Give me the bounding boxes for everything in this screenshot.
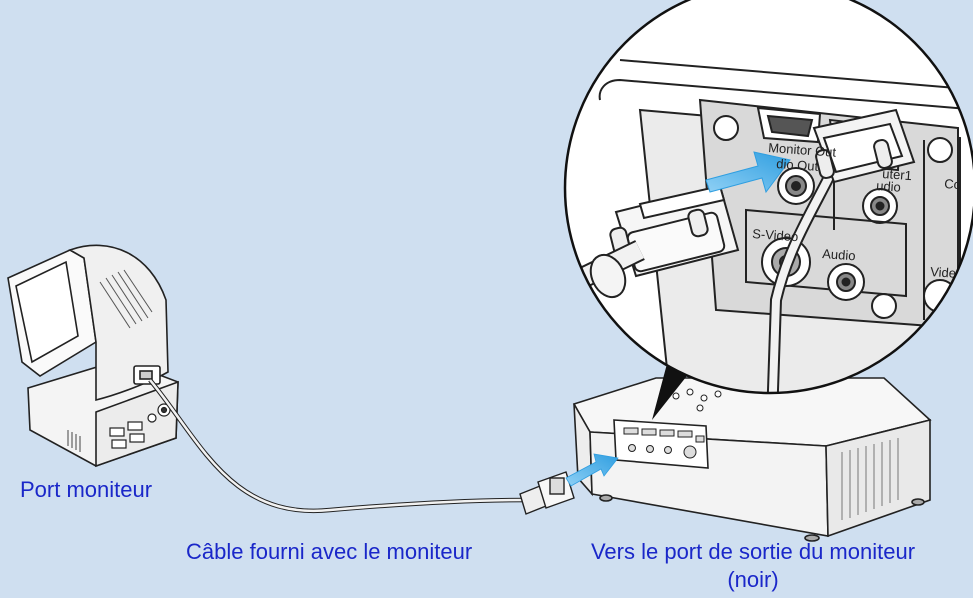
destination-label: Vers le port de sortie du moniteur (noir… (590, 539, 916, 592)
svideo-label: S-Video (752, 226, 799, 244)
audio-out-label: dio Out (776, 156, 819, 174)
video-label: Vide (930, 264, 957, 281)
monitor-cable (148, 378, 529, 514)
zoom-pointer (652, 360, 690, 420)
computer1-label: uter1 (882, 166, 913, 183)
zoom-detail: Monitor Out dio Out uter1 udio S-Video A… (563, 0, 973, 395)
monitor-out-label: Monitor Out (768, 140, 837, 160)
projector (572, 377, 932, 542)
computer2-label: Co (944, 176, 962, 192)
monitor-port-label: Port moniteur (20, 477, 153, 502)
audio-label: Audio (822, 246, 856, 263)
crt-monitor (7, 244, 179, 468)
connection-arrow (565, 453, 619, 487)
computer1-audio-label: udio (876, 178, 902, 195)
cable-label: Câble fourni avec le moniteur (186, 539, 473, 564)
vga-plug (519, 471, 575, 515)
